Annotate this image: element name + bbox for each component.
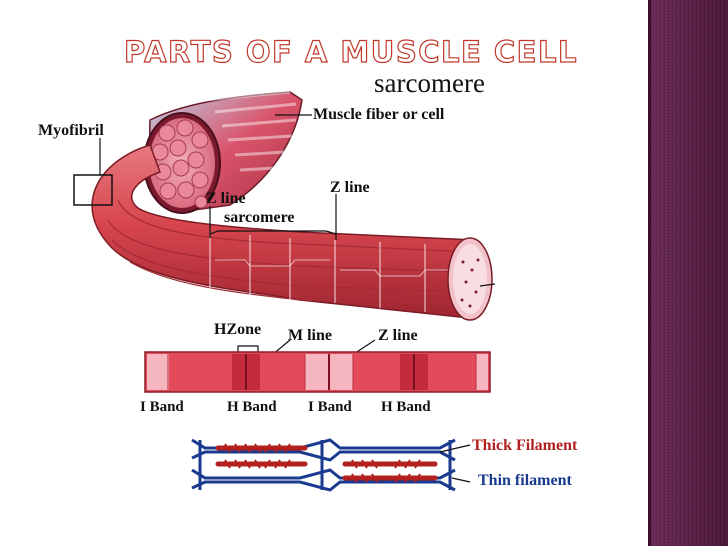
label-muscle-fiber: Muscle fiber or cell [313, 106, 445, 123]
band-label-4: H Band [381, 399, 431, 415]
label-z-line-left: Z line [206, 190, 246, 207]
band-label-1: I Band [140, 399, 184, 415]
label-thin-filament: Thin filament [478, 472, 572, 489]
band-label-3: I Band [308, 399, 352, 415]
sarcomere-heading: sarcomere [374, 68, 485, 98]
band-label-2: H Band [227, 399, 277, 415]
myofibril-box [73, 174, 113, 206]
filament-diagram [191, 438, 471, 492]
label-m-line: M line [288, 327, 332, 344]
sarcomere-band-strip [144, 351, 491, 393]
label-z-line-right: Z line [330, 179, 370, 196]
label-thick-filament: Thick Filament [472, 437, 578, 454]
label-myofibril: Myofibril [38, 122, 104, 139]
label-h-zone: HZone [214, 321, 262, 338]
label-z-line-band: Z line [378, 327, 418, 344]
side-bar-edge [648, 0, 651, 546]
muscle-fiber-bundle [143, 90, 303, 214]
slide-title: PARTS OF A MUSCLE CELL [123, 34, 578, 69]
myofibril-tube [91, 144, 493, 321]
label-sarcomere: sarcomere [224, 209, 295, 226]
decorative-side-bar [650, 0, 728, 546]
